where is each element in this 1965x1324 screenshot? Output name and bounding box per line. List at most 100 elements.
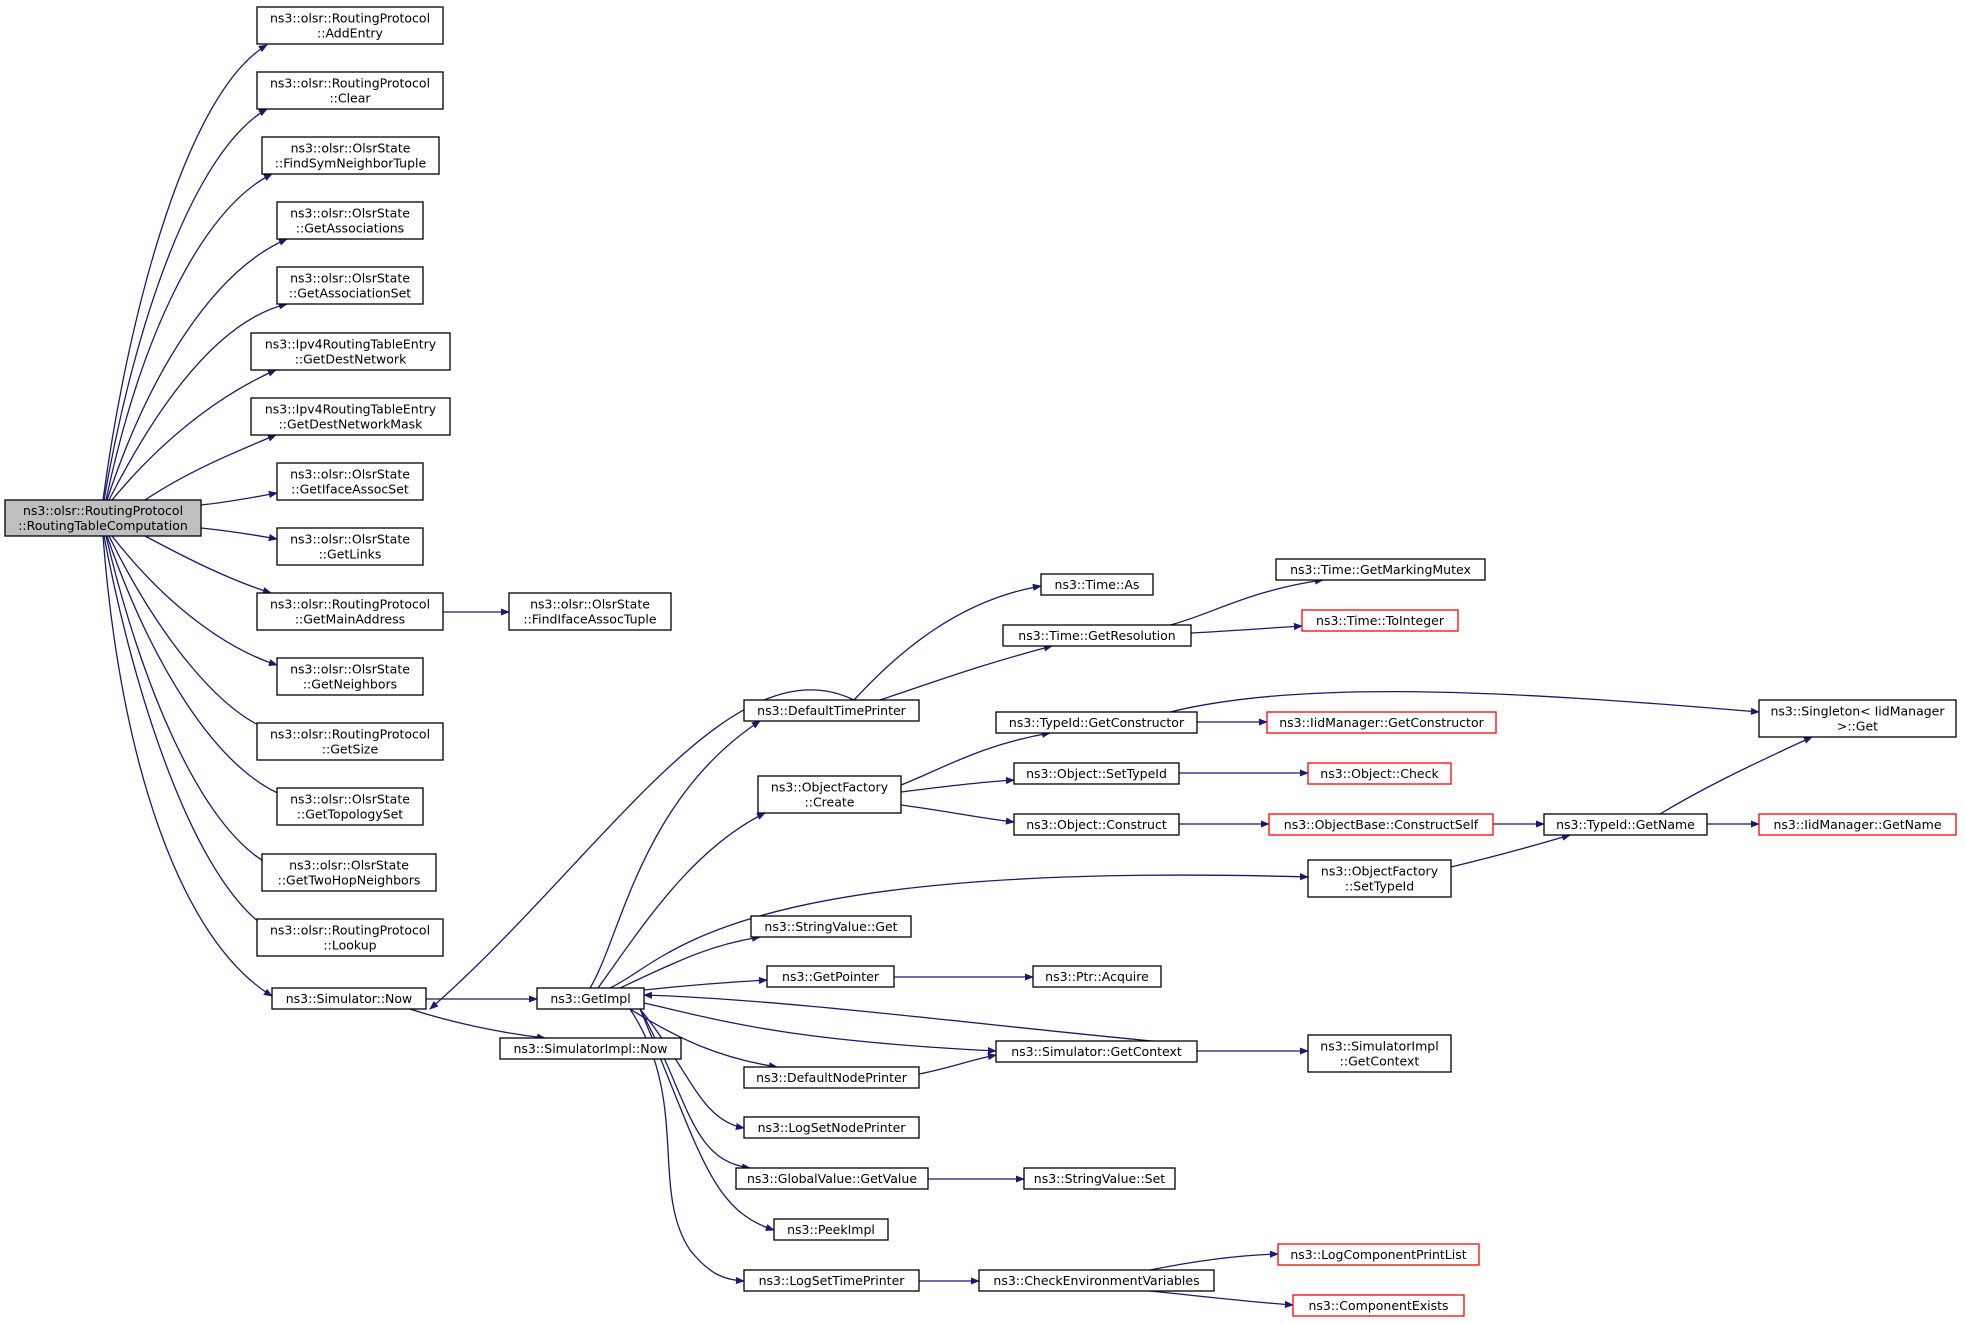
node-iidgetname[interactable]: ns3::IidManager::GetName [1758,813,1957,836]
node-label: ns3::olsr::OlsrState [290,792,410,807]
node-stringget[interactable]: ns3::StringValue::Get [750,915,912,938]
node-simimplgetcontext[interactable]: ns3::SimulatorImpl::GetContext [1307,1034,1452,1073]
node-label: ::Lookup [323,938,376,953]
node-tointeger[interactable]: ns3::Time::ToInteger [1301,609,1459,632]
node-gettwohop[interactable]: ns3::olsr::OlsrState::GetTwoHopNeighbors [261,853,437,892]
node-label: ::AddEntry [317,26,383,41]
node-addentry[interactable]: ns3::olsr::RoutingProtocol::AddEntry [256,6,444,45]
node-label: ns3::LogSetNodePrinter [758,1120,907,1135]
node-getdestmask[interactable]: ns3::Ipv4RoutingTableEntry::GetDestNetwo… [250,397,451,436]
node-settypeid[interactable]: ns3::Object::SetTypeId [1013,762,1180,785]
node-typeidgetctor[interactable]: ns3::TypeId::GetConstructor [995,711,1198,734]
node-label: ns3::Simulator::Now [286,991,413,1006]
call-arrow [106,238,288,501]
node-findsym[interactable]: ns3::olsr::OlsrState::FindSymNeighborTup… [261,136,440,175]
node-findiface[interactable]: ns3::olsr::OlsrState::FindIfaceAssocTupl… [508,592,672,631]
call-arrow [900,776,1015,793]
node-lookup[interactable]: ns3::olsr::RoutingProtocol::Lookup [256,918,444,957]
node-getiface[interactable]: ns3::olsr::OlsrState::GetIfaceAssocSet [276,462,424,501]
call-edge [1169,577,1324,626]
call-arrow [106,535,288,798]
node-box [995,1040,1198,1063]
call-arrow [103,535,268,929]
call-arrow [900,804,1015,825]
node-getassocset[interactable]: ns3::olsr::OlsrState::GetAssociationSet [276,266,424,305]
node-box [773,1218,889,1241]
node-singletonget[interactable]: ns3::Singleton< IidManager >::Get [1758,699,1957,738]
call-edge [200,490,278,506]
node-getassociations[interactable]: ns3::olsr::OlsrState::GetAssociations [276,201,424,240]
node-ptracquire[interactable]: ns3::Ptr::Acquire [1032,965,1162,988]
node-label: ns3::GetPointer [782,969,880,984]
node-checkenv[interactable]: ns3::CheckEnvironmentVariables [978,1269,1215,1292]
node-box [4,499,202,537]
node-box [1543,813,1708,836]
node-label: ns3::olsr::RoutingProtocol [270,76,430,91]
node-label: ::GetNeighbors [303,677,397,692]
call-arrow [102,535,273,997]
node-gettopology[interactable]: ns3::olsr::OlsrState::GetTopologySet [276,787,424,826]
call-edge [619,934,761,989]
node-peekimpl[interactable]: ns3::PeekImpl [773,1218,889,1241]
node-ofsettypeid[interactable]: ns3::ObjectFactory::SetTypeId [1307,859,1452,898]
node-label: ::GetDestNetworkMask [279,417,424,432]
node-logsettimeprinter[interactable]: ns3::LogSetTimePrinter [743,1269,920,1292]
node-getdestnet[interactable]: ns3::Ipv4RoutingTableEntry::GetDestNetwo… [250,332,451,371]
node-simgetcontext[interactable]: ns3::Simulator::GetContext [995,1040,1198,1063]
node-defaulttimeprinter[interactable]: ns3::DefaultTimePrinter [743,699,920,722]
node-label: ns3::olsr::OlsrState [290,662,410,677]
node-getsize[interactable]: ns3::olsr::RoutingProtocol::GetSize [256,722,444,761]
node-timeas[interactable]: ns3::Time::As [1040,573,1154,596]
node-simnow[interactable]: ns3::Simulator::Now [271,987,427,1010]
call-edge [853,583,1042,701]
node-root[interactable]: ns3::olsr::RoutingProtocol::RoutingTable… [4,499,202,537]
node-box [256,71,444,110]
node-label: ns3::Ptr::Acquire [1045,969,1149,984]
node-label: ns3::StringValue::Set [1034,1171,1165,1186]
node-label: ns3::olsr::OlsrState [289,858,409,873]
node-ofcreate[interactable]: ns3::ObjectFactory::Create [757,775,902,814]
node-label: ns3::LogComponentPrintList [1290,1247,1466,1262]
node-label: ns3::TypeId::GetConstructor [1009,715,1185,730]
node-box [256,918,444,957]
node-logsetnodeprinter[interactable]: ns3::LogSetNodePrinter [743,1116,920,1139]
node-getlinks[interactable]: ns3::olsr::OlsrState::GetLinks [276,527,424,566]
node-getneighbors[interactable]: ns3::olsr::OlsrState::GetNeighbors [276,657,424,696]
call-arrow [918,1052,997,1075]
node-label: ns3::CheckEnvironmentVariables [993,1273,1199,1288]
call-arrow [589,720,761,989]
node-constructself[interactable]: ns3::ObjectBase::ConstructSelf [1268,813,1494,836]
node-objconstruct[interactable]: ns3::Object::Construct [1013,813,1180,836]
call-edge [108,302,288,501]
node-label: ns3::Object::SetTypeId [1026,766,1167,781]
node-typeidgetname[interactable]: ns3::TypeId::GetName [1543,813,1708,836]
node-defaultnodeprinter[interactable]: ns3::DefaultNodePrinter [743,1066,920,1089]
node-getresolution[interactable]: ns3::Time::GetResolution [1002,624,1192,647]
node-logcompprint[interactable]: ns3::LogComponentPrintList [1277,1243,1480,1266]
node-iidgetctor[interactable]: ns3::IidManager::GetConstructor [1266,711,1497,734]
node-box [261,136,440,175]
node-label: ns3::Time::ToInteger [1316,613,1445,628]
call-edge [105,173,273,501]
node-box [250,397,451,436]
call-arrow [102,44,268,501]
node-stringset[interactable]: ns3::StringValue::Set [1023,1167,1176,1190]
node-getmarkingmutex[interactable]: ns3::Time::GetMarkingMutex [1275,558,1486,581]
node-clear[interactable]: ns3::olsr::RoutingProtocol::Clear [256,71,444,110]
node-label: ns3::olsr::RoutingProtocol [270,11,430,26]
node-getmainaddr[interactable]: ns3::olsr::RoutingProtocol::GetMainAddre… [256,592,444,631]
node-label: ::Create [805,795,855,810]
node-simimplnow[interactable]: ns3::SimulatorImpl::Now [499,1037,682,1060]
node-objcheck[interactable]: ns3::Object::Check [1307,762,1452,785]
node-globalgetvalue[interactable]: ns3::GlobalValue::GetValue [735,1167,929,1190]
node-box [743,1066,920,1089]
node-getpointer[interactable]: ns3::GetPointer [766,965,895,988]
node-label: ns3::TypeId::GetName [1556,817,1695,832]
call-arrow [900,730,1051,786]
node-label: ns3::ObjectBase::ConstructSelf [1284,817,1479,832]
node-label: ns3::olsr::OlsrState [530,597,650,612]
node-compexists[interactable]: ns3::ComponentExists [1292,1294,1465,1317]
node-getimpl[interactable]: ns3::GetImpl [536,987,645,1010]
call-arrow [643,991,1197,1046]
call-edge [103,535,268,929]
